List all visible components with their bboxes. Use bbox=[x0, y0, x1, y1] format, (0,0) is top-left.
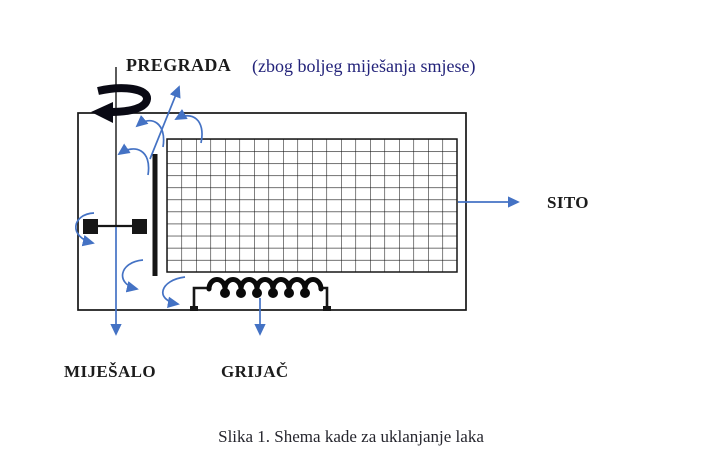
flow-arc bbox=[121, 259, 144, 293]
mesh-grid bbox=[166, 138, 458, 273]
stirrer-blades bbox=[83, 219, 147, 234]
heater-coil bbox=[190, 277, 331, 311]
flow-arc bbox=[117, 143, 150, 176]
flow-arc bbox=[135, 115, 165, 148]
sito-label: SITO bbox=[547, 193, 589, 212]
figure-caption: Slika 1. Shema kade za uklanjanje laka bbox=[218, 427, 484, 446]
pregrada-note: (zbog boljeg miješanja smjese) bbox=[252, 56, 476, 76]
rotation-arrow-icon bbox=[91, 84, 151, 123]
flow-arc bbox=[161, 276, 186, 308]
pregrada-label: PREGRADA bbox=[126, 55, 232, 75]
grijac-label: GRIJAČ bbox=[221, 362, 289, 381]
tank-outline bbox=[77, 112, 467, 311]
flow-arc bbox=[75, 212, 95, 247]
flow-arc bbox=[174, 109, 203, 144]
mijesalo-label: MIJEŠALO bbox=[64, 362, 156, 381]
pregrada-leader-arrow bbox=[149, 85, 181, 160]
flow-arcs bbox=[75, 109, 203, 308]
leader-arrows bbox=[110, 85, 520, 336]
